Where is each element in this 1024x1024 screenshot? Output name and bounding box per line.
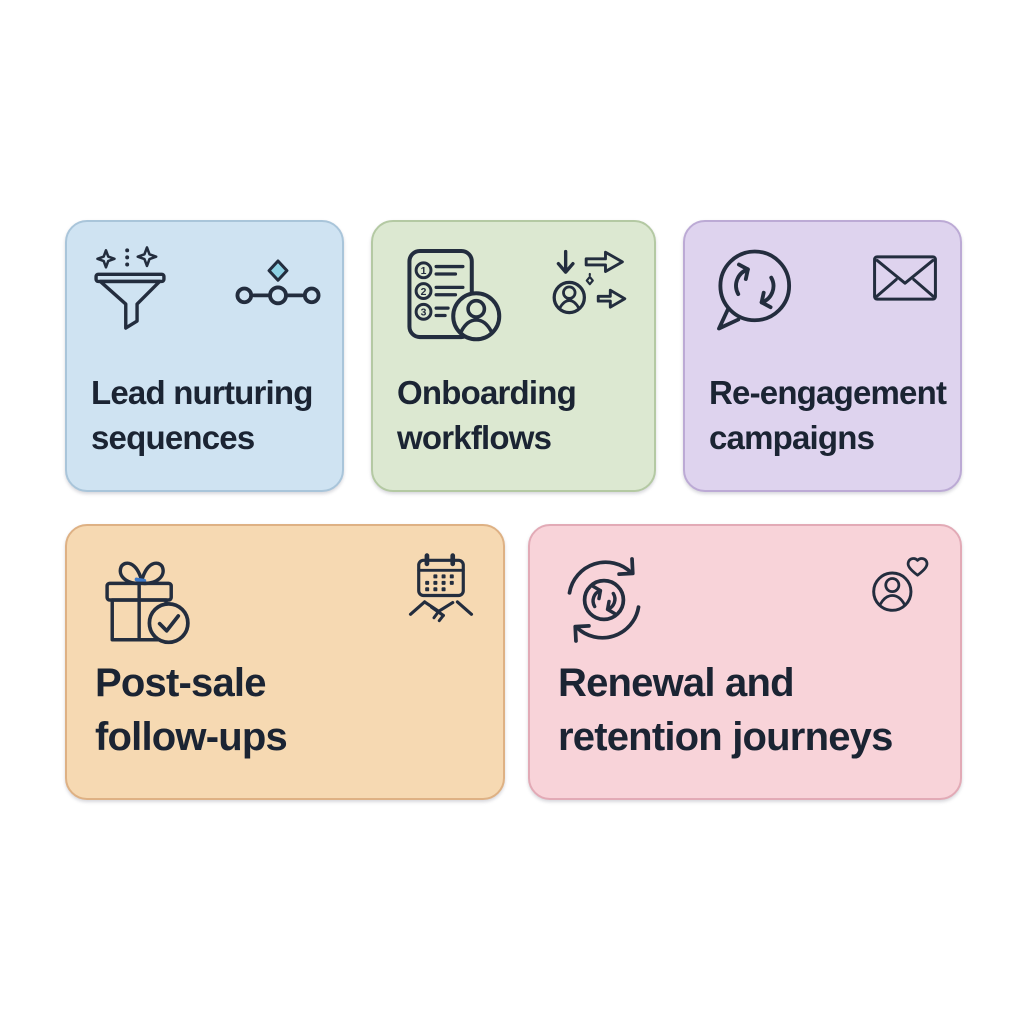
user-arrows-icon [552,248,630,318]
card-lead-nurturing-sequences: Lead nurturing sequences [65,220,344,492]
card-re-engagement-campaigns: Re-engagement campaigns [683,220,962,492]
checklist-number-2: 2 [421,287,427,298]
user-heart-icon [866,552,934,616]
funnel-sparkles-icon [89,246,171,331]
checklist-number-1: 1 [421,266,427,277]
envelope-icon [872,254,938,302]
checklist-user-icon: 1 2 3 [399,248,503,343]
card-title: Lead nurturing sequences [91,374,313,456]
renewal-cycle-icon [558,554,650,646]
workflow-nodes-icon [234,258,322,308]
card-title: Onboarding workflows [397,374,577,456]
calendar-handshake-icon [407,552,475,639]
card-post-sale-follow-ups: Post-sale follow-ups [65,524,505,800]
chat-refresh-icon [707,246,797,334]
card-renewal-retention-journeys: Renewal and retention journeys [528,524,962,800]
checklist-number-3: 3 [421,308,427,319]
card-title: Re-engagement campaigns [709,374,947,456]
card-onboarding-workflows: 1 2 3 Onboarding workflows [371,220,656,492]
card-title: Renewal and retention journeys [558,661,893,759]
gift-check-icon [95,550,191,650]
card-title: Post-sale follow-ups [95,661,288,759]
